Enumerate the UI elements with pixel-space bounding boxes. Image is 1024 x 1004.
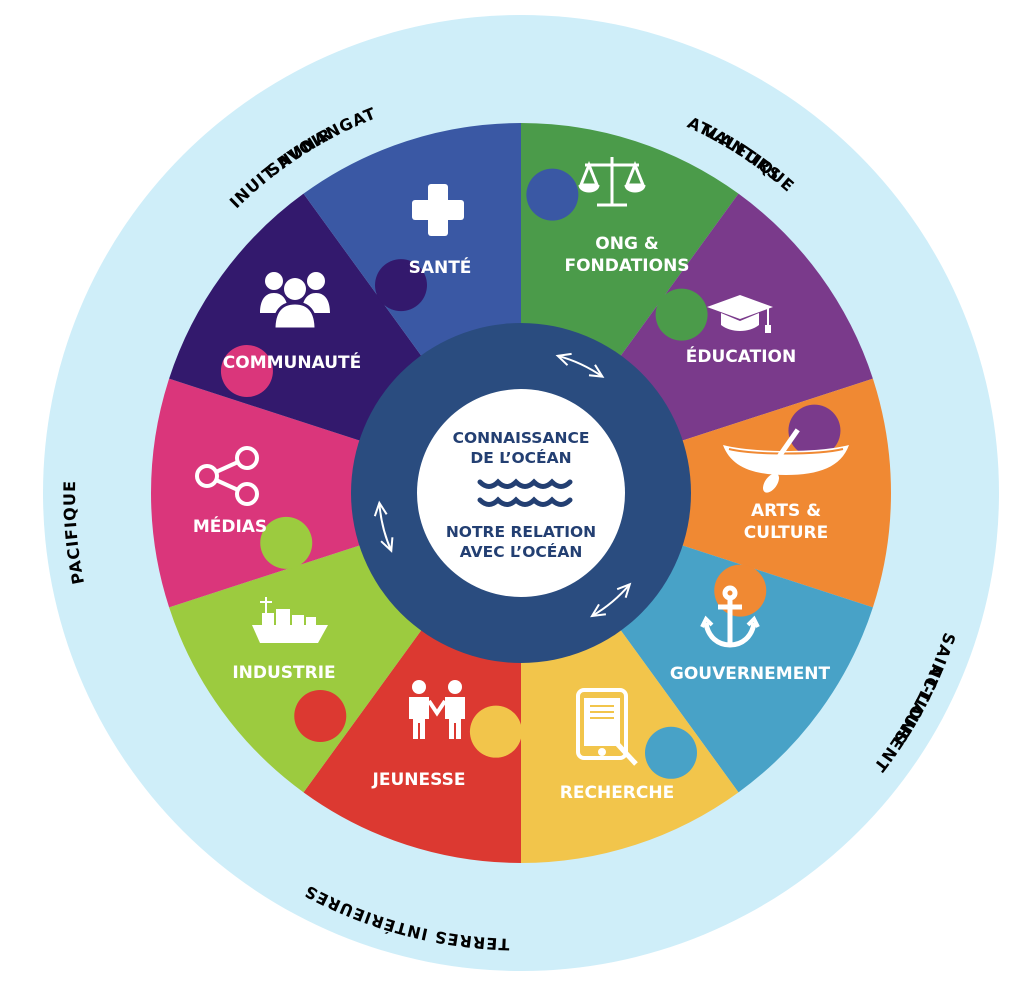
puzzle-knob: [260, 516, 313, 569]
segment-1: [617, 193, 873, 443]
puzzle-knob: [220, 344, 273, 397]
share-icon: [195, 446, 261, 510]
puzzle-knob: [788, 404, 841, 457]
center-top-text: CONNAISSANCE DE L’OCÉAN: [452, 429, 590, 467]
segment-label: RECHERCHE: [559, 783, 675, 803]
segment-label: ONG & FONDATIONS: [564, 234, 690, 276]
puzzle-knob: [294, 689, 347, 742]
segment-label: JEUNESSE: [372, 770, 466, 790]
puzzle-knob: [655, 288, 708, 341]
segment-9: [303, 123, 521, 360]
double-arrow-icon: [555, 352, 605, 378]
segment-5: [303, 626, 521, 863]
graduation-cap-icon: [705, 291, 775, 339]
segment-label: GOUVERNEMENT: [669, 664, 831, 684]
plus-icon: [410, 182, 466, 242]
segment-label: ARTS & CULTURE: [743, 501, 829, 543]
puzzle-knob: [526, 168, 579, 221]
segment-label: INDUSTRIE: [232, 663, 336, 683]
segment-label: COMMUNAUTÉ: [222, 353, 362, 373]
segment-label: MÉDIAS: [192, 517, 268, 537]
segment-3: [617, 543, 873, 793]
center-bottom-text: NOTRE RELATION AVEC L’OCÉAN: [445, 523, 597, 561]
tablet-icon: [574, 686, 640, 770]
canoe-icon: [721, 425, 851, 499]
puzzle-knob: [645, 726, 697, 779]
scales-icon: [577, 153, 647, 217]
waves-icon: [477, 478, 573, 507]
puzzle-knob: [714, 564, 767, 617]
center-circle: [417, 389, 625, 597]
segment-0: [521, 123, 739, 360]
puzzle-knob: [469, 705, 522, 758]
double-arrow-icon: [590, 582, 632, 618]
children-icon: [399, 679, 475, 745]
anchor-icon: [700, 585, 760, 655]
double-arrow-icon: [373, 500, 394, 553]
segment-label: ÉDUCATION: [685, 347, 797, 367]
segment-label: SANTÉ: [408, 258, 472, 278]
puzzle-knob: [375, 259, 427, 312]
people-icon: [260, 269, 330, 335]
segment-4: [521, 626, 739, 863]
ship-icon: [250, 595, 330, 649]
segment-6: [169, 543, 425, 793]
